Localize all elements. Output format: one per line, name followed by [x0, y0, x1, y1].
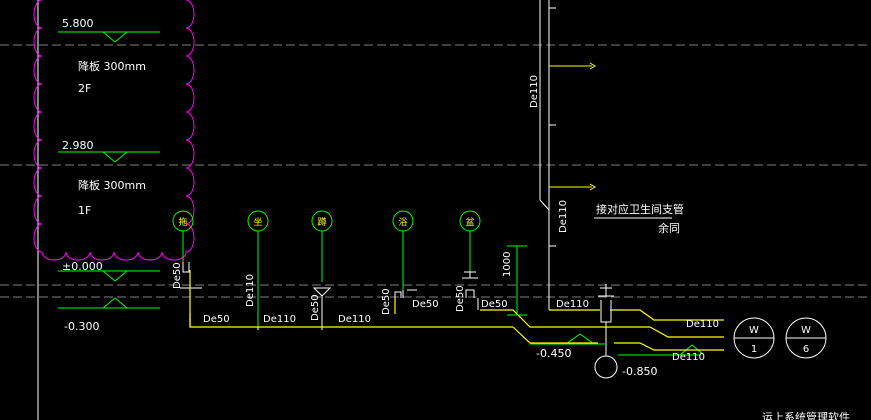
branch-note: 接对应卫生间支管	[596, 202, 684, 216]
outlet-top-label: W	[749, 325, 759, 336]
stack-label-lower: De110	[558, 200, 569, 233]
pipe-label: De110	[556, 299, 589, 310]
outlet-bottom-label: 1	[751, 344, 757, 355]
floor-1f: 1F	[78, 204, 91, 217]
fixture-risers	[182, 231, 527, 330]
riser-stack	[539, 0, 596, 310]
drain-pipes	[189, 270, 724, 351]
corner-note: 运上系统管理软件	[762, 410, 850, 420]
cleanout-circle	[594, 355, 618, 379]
level-minus-0300: -0.300	[64, 320, 99, 333]
fixture-label-shower: 浴	[398, 217, 407, 228]
pipe-label-vertical: De110	[245, 274, 256, 307]
fixture-symbols: 拖 坐 蹲 浴 盆	[172, 210, 481, 232]
fixture-label-toilet: 坐	[253, 217, 262, 228]
fixture-label-basin: 盆	[465, 216, 474, 228]
outlet-top-label: W	[801, 325, 811, 336]
floor-guides	[0, 44, 871, 298]
fixture-label-squat: 蹲	[317, 216, 326, 228]
slab-note-1f: 降板 300mm	[78, 178, 146, 192]
outlet-bottom-label: 6	[803, 344, 809, 355]
pipe-label: De110	[672, 352, 705, 363]
outlet-symbols: W 1 W 6	[733, 317, 827, 359]
pipe-label: De110	[686, 319, 719, 330]
pipe-label: De50	[412, 299, 439, 310]
stack-label-upper: De110	[529, 75, 540, 108]
level-0000: ±0.000	[62, 260, 103, 273]
pipe-label: De110	[263, 314, 296, 325]
pipe-label-vertical: De50	[455, 285, 466, 312]
pipe-label-vertical: De50	[172, 262, 183, 289]
level-5800: 5.800	[62, 17, 94, 30]
pipe-label-vertical: De50	[381, 288, 392, 315]
branch-note-same: 余同	[658, 221, 680, 235]
level-minus-0450: -0.450	[536, 347, 571, 360]
level-markers	[58, 31, 705, 356]
fixture-circle	[311, 210, 333, 232]
fixture-circle	[392, 210, 414, 232]
fixture-circle	[459, 210, 481, 232]
trap-fittings	[180, 262, 614, 356]
slab-note-2f: 降板 300mm	[78, 59, 146, 73]
level-minus-0850: -0.850	[622, 365, 657, 378]
fixture-circle	[172, 210, 194, 232]
revision-cloud	[33, 0, 195, 261]
pipe-label: De50	[203, 314, 230, 325]
level-2980: 2.980	[62, 139, 94, 152]
fixture-circle	[247, 210, 269, 232]
pipe-label: De50	[481, 299, 508, 310]
height-label: 1000	[502, 252, 513, 277]
pipe-label: De110	[338, 314, 371, 325]
floor-2f: 2F	[78, 82, 91, 95]
pipe-label-vertical: De50	[310, 294, 321, 321]
fixture-label-mop: 拖	[178, 216, 187, 228]
